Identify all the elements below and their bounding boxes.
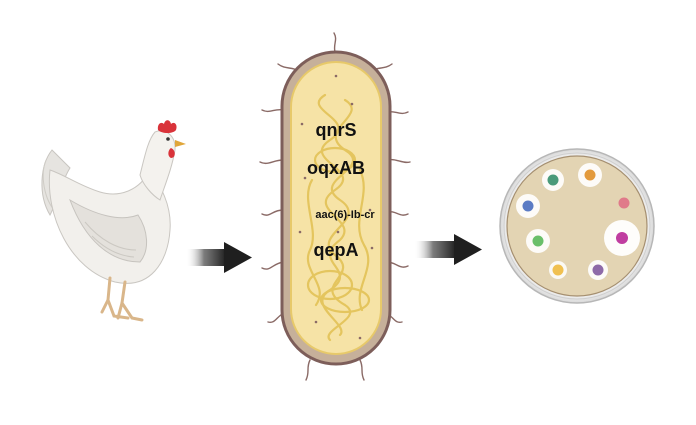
gene-label: oqxAB [307, 158, 365, 178]
chicken-icon [41, 120, 186, 322]
arrow-right-icon [414, 234, 482, 265]
gene-label: qepA [314, 240, 359, 260]
arrow-right-icon [186, 242, 252, 273]
gene-label: aac(6)-Ib-cr [315, 209, 375, 221]
petri-dish-icon [499, 148, 655, 304]
gene-label: qnrS [315, 120, 356, 140]
bacterium-icon: qnrS oqxAB aac(6)-Ib-cr qepA [259, 32, 411, 381]
